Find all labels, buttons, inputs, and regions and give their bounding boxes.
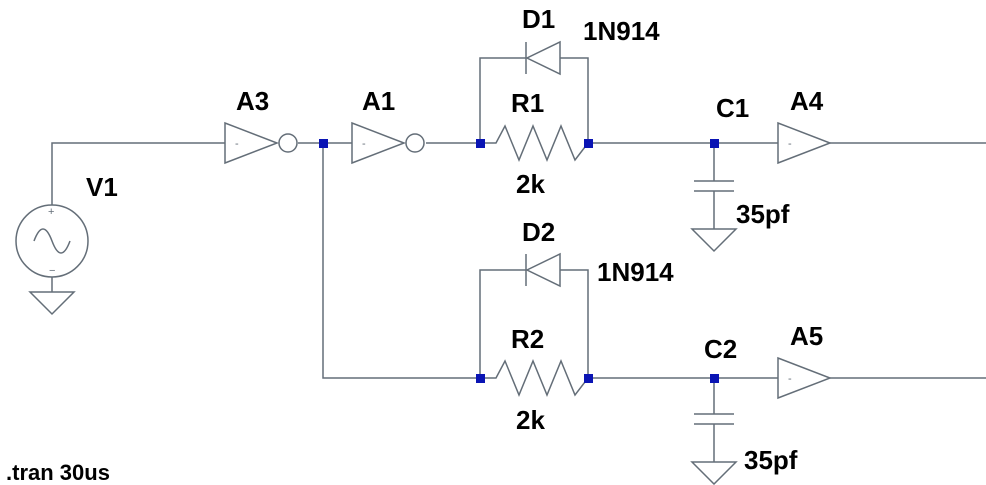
a3-inverter[interactable]: - [224,121,298,165]
r2-value: 2k [516,405,545,435]
a1-label: A1 [362,86,395,116]
d2-label: D2 [522,217,555,247]
v1-label: V1 [86,172,118,202]
a4-buffer[interactable]: - [777,121,833,165]
d1-value: 1N914 [583,16,660,46]
a3-inversion-bubble-icon [278,133,298,153]
r2-label: R2 [511,324,544,354]
c1-capacitor[interactable] [694,180,734,192]
a1-buffer-icon [351,121,407,165]
c1-capacitor-icon [694,180,734,192]
ground-c1-icon [690,228,738,253]
d2-value: 1N914 [597,257,674,287]
wires [51,57,986,462]
a5-buffer-icon [777,356,833,400]
node-r2-right [584,374,593,383]
a4-buffer-icon [777,121,833,165]
d1-label: D1 [522,4,555,34]
wire-branch-down [322,143,480,379]
junction-nodes [319,139,719,383]
a1-inversion-bubble-icon [405,133,425,153]
wire-v1-to-a3 [51,142,225,205]
a4-input-mark: - [788,138,792,150]
a5-buffer[interactable]: - [777,356,833,400]
r1-resistor[interactable] [480,124,589,162]
a5-label: A5 [790,321,823,351]
a1-inverter[interactable]: - [351,121,425,165]
c2-capacitor[interactable] [694,413,734,425]
node-r1-left [476,139,485,148]
d1-diode[interactable] [525,40,561,76]
a3-input-mark: - [235,138,239,150]
v1-plus-sign: + [48,206,54,218]
a1-input-mark: - [362,138,366,150]
a3-label: A3 [236,86,269,116]
c2-value: 35pf [744,445,798,475]
v1-minus-sign: − [49,265,55,277]
node-c2 [710,374,719,383]
c1-value: 35pf [736,199,790,229]
r2-resistor[interactable] [480,359,589,397]
v1-source-icon [15,204,89,278]
node-r1-right [584,139,593,148]
c1-label: C1 [716,93,749,123]
a3-buffer-icon [224,121,280,165]
node-branch [319,139,328,148]
r1-label: R1 [511,88,544,118]
r1-value: 2k [516,169,545,199]
a4-label: A4 [790,86,824,116]
tran-directive[interactable]: .tran 30us [6,460,110,485]
wire-d1-loop [479,57,589,143]
wire-d2-loop [479,269,589,378]
c2-label: C2 [704,334,737,364]
node-c1 [710,139,719,148]
v1-source[interactable]: + − [15,204,89,278]
a5-input-mark: - [788,373,792,385]
r1-resistor-icon [480,124,589,162]
c2-capacitor-icon [694,413,734,425]
d2-diode[interactable] [525,252,561,288]
node-r2-left [476,374,485,383]
d2-diode-icon [525,252,561,288]
ground-v1-icon [28,291,76,316]
sine-wave-icon [33,228,71,254]
d1-diode-icon [525,40,561,76]
r2-resistor-icon [480,359,589,397]
ground-c2-icon [690,461,738,485]
